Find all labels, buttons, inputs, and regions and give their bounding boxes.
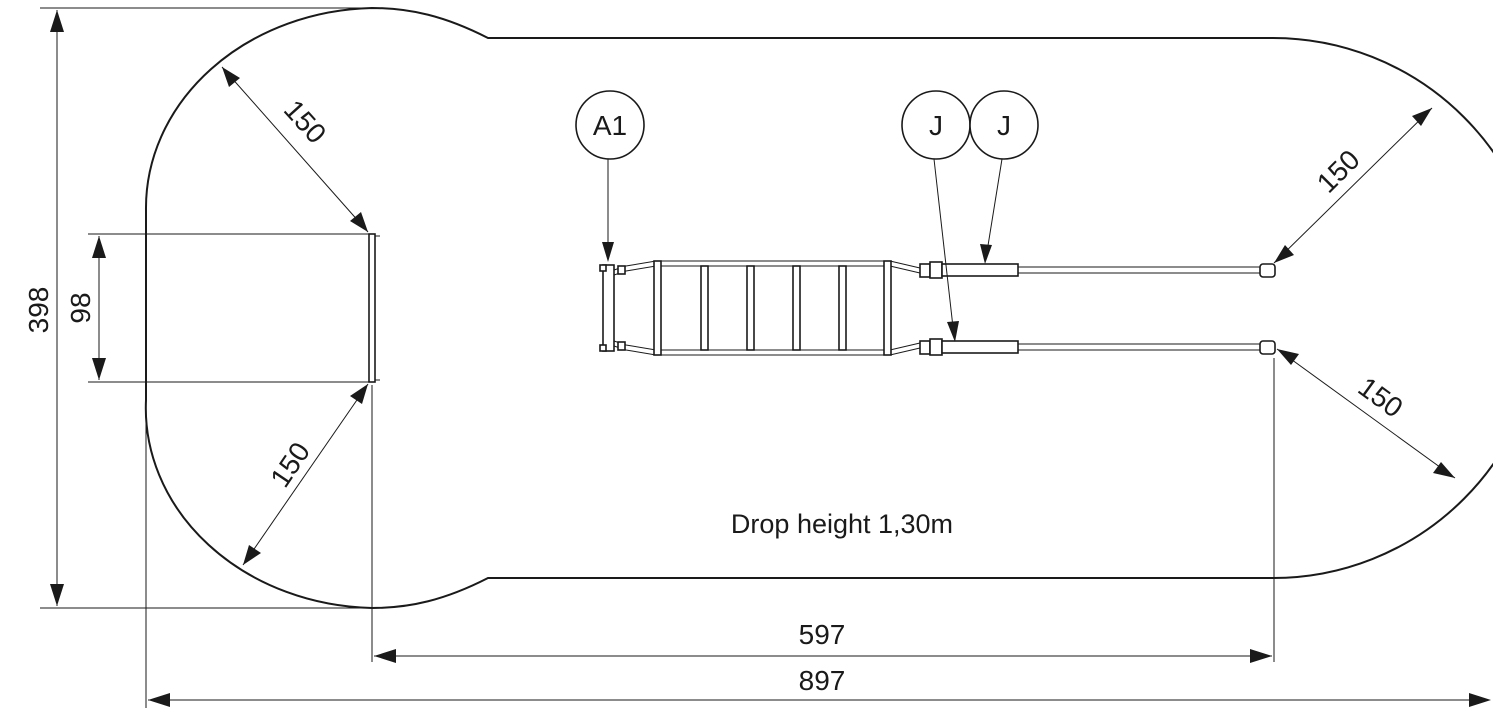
radius-top-left: 150: [221, 66, 369, 233]
lower-bar: [919, 338, 1276, 356]
callout-a1-label: A1: [593, 110, 627, 141]
inner-length-dimension: 597: [371, 358, 1275, 663]
callout-j-upper-label: J: [997, 110, 1011, 141]
radius-top-right: 150: [1273, 107, 1433, 264]
inner-length-label: 597: [799, 619, 846, 650]
platform-width-label: 98: [65, 292, 96, 323]
ladder: [599, 260, 921, 356]
callout-j-upper: J: [969, 90, 1039, 264]
platform: [368, 233, 380, 383]
radius-bottom-left: 150: [242, 383, 369, 566]
callout-j-lower-label: J: [929, 110, 943, 141]
platform-width-dimension: 98: [65, 233, 372, 383]
height-label: 398: [23, 287, 54, 334]
radius-bottom-left-label: 150: [264, 437, 316, 493]
radius-bottom-right-label: 150: [1353, 371, 1409, 424]
radius-bottom-right: 150: [1276, 348, 1456, 479]
overall-length-dimension: 897: [145, 400, 1491, 708]
overall-length-label: 897: [799, 665, 846, 696]
callout-j-lower: J: [901, 90, 971, 342]
radius-top-right-label: 150: [1311, 144, 1366, 199]
callout-a1: A1: [575, 90, 645, 262]
upper-bar: [919, 261, 1276, 279]
height-dimension: 398: [23, 7, 372, 609]
safety-zone-outline: [144, 6, 1493, 610]
drop-height-note: Drop height 1,30m: [731, 509, 953, 539]
radius-top-left-label: 150: [278, 94, 332, 149]
